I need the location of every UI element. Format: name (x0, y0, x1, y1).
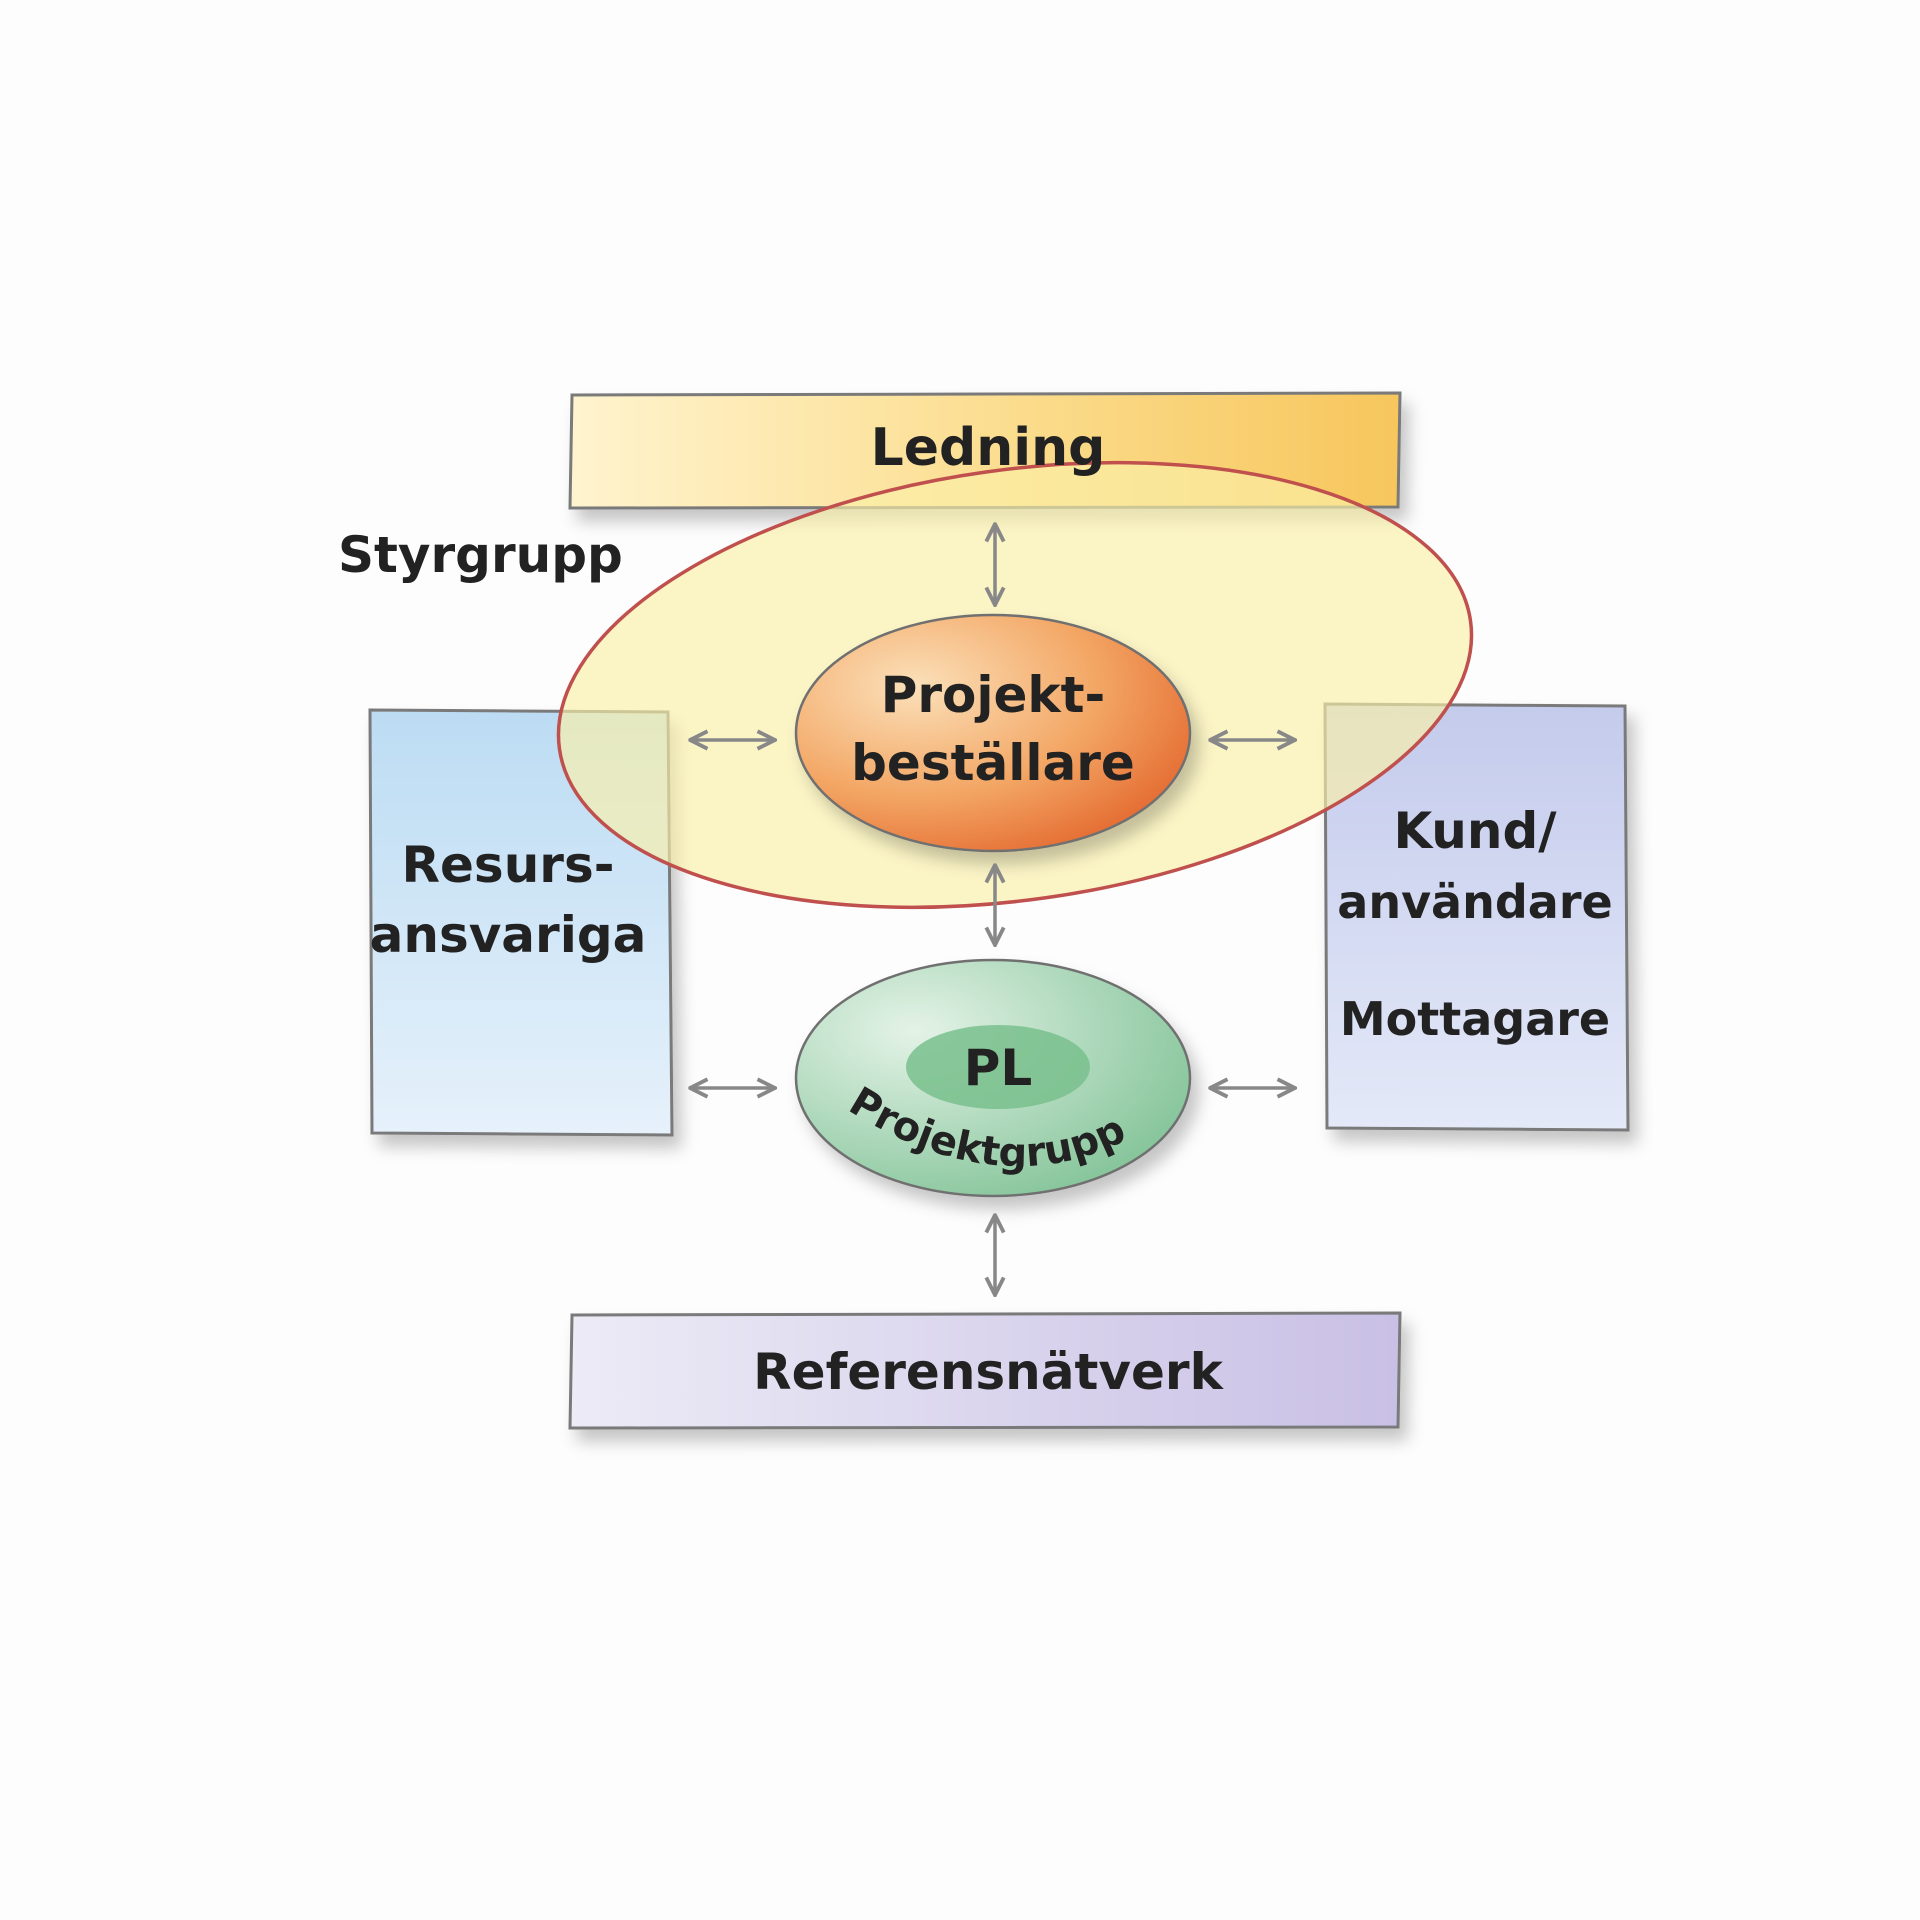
kund-anvandare-box (1323, 702, 1630, 1132)
resurs-label-line2: ansvariga (370, 906, 647, 964)
resurs-label-line1: Resurs- (402, 836, 615, 894)
pl-label: PL (964, 1039, 1033, 1097)
kund-label-line2: användare (1337, 875, 1612, 929)
mottagare-label: Mottagare (1340, 992, 1610, 1046)
projektbestallare-ellipse (794, 613, 1192, 853)
bestallare-label-line2: beställare (851, 734, 1135, 792)
bestallare-label-line1: Projekt- (881, 666, 1106, 724)
ledning-label: Ledning (871, 418, 1106, 478)
styrgrupp-label: Styrgrupp (338, 526, 623, 584)
referensnatverk-box (568, 1311, 1402, 1430)
pl-ellipse (906, 1025, 1090, 1109)
referensnatverk-label: Referensnätverk (753, 1343, 1224, 1401)
kund-label-line1: Kund/ (1393, 802, 1557, 860)
